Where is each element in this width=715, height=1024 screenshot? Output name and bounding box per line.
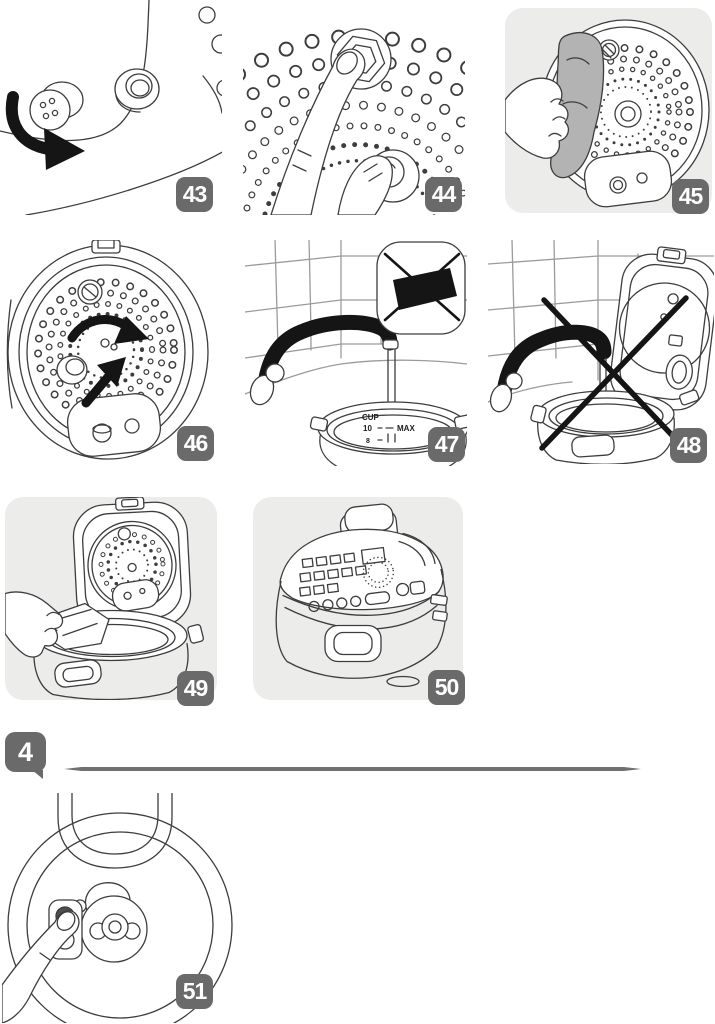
step-number: 43: [182, 181, 208, 207]
valve-cap: [29, 81, 84, 131]
step-48-panel: [488, 240, 714, 464]
step-50-illustration: [275, 503, 448, 688]
step-43-illustration: [0, 0, 222, 215]
no-scouring-pad-icon: [376, 241, 466, 335]
step-49-illustration: [5, 497, 204, 700]
pot-marking-10: 10: [363, 424, 372, 433]
step-number: 46: [183, 430, 209, 456]
step-number: 47: [434, 431, 460, 457]
step-47-panel: CUP 10 MAX 8: [245, 240, 467, 466]
step-51-panel: [2, 793, 237, 1023]
step-number-badge: 48: [670, 428, 707, 463]
press-finger: [2, 910, 80, 1023]
step-48-illustration: [488, 240, 714, 464]
step-45-illustration: [505, 19, 710, 208]
pot-marking-max: MAX: [397, 424, 415, 433]
step-number-badge: 43: [176, 177, 213, 212]
control-panel: [298, 546, 426, 613]
step-43-panel: [0, 0, 222, 215]
step-49-panel: [5, 497, 217, 700]
step-number-badge: 45: [672, 179, 709, 214]
lid-handle: [57, 793, 173, 869]
valve-seat: [114, 68, 160, 113]
open-lid: [72, 497, 192, 630]
cleaning-cloth-icon: [550, 32, 605, 179]
step-number: 45: [678, 183, 704, 209]
step-44-panel: [243, 2, 465, 215]
step-number-badge: 49: [177, 671, 214, 706]
insert-arrow-icon: [81, 357, 126, 408]
hand: [5, 591, 64, 658]
pot-marking-8: 8: [366, 438, 370, 445]
step-number-badge: 46: [177, 426, 214, 461]
thumb: [337, 155, 393, 215]
section-number: 4: [17, 736, 34, 767]
step-number: 49: [183, 675, 209, 701]
faucet: [249, 314, 399, 406]
step-number: 51: [182, 978, 208, 1004]
step-50-panel: [253, 497, 463, 700]
step-number-badge: 50: [428, 670, 465, 705]
step-number: 50: [434, 674, 460, 700]
step-51-illustration: [2, 793, 233, 1023]
closed-cooker: [275, 528, 448, 688]
step-47-illustration: CUP 10 MAX 8: [245, 240, 467, 466]
step-46-panel: [2, 240, 218, 466]
step-46-illustration: [6, 240, 209, 460]
press-finger: [270, 48, 366, 215]
perforated-lid-holes: [243, 28, 465, 215]
step-44-illustration: [243, 28, 465, 215]
pot-marking-cup: CUP: [362, 413, 380, 422]
rotate-arrow-icon: [67, 315, 149, 344]
step-number-badge: 51: [176, 974, 213, 1009]
section-number-badge: 4: [5, 732, 46, 779]
valve-cap: [56, 355, 88, 385]
step-number: 48: [676, 432, 702, 458]
prohibition-x-icon: [539, 295, 689, 453]
valve-assembly: [73, 882, 148, 963]
hand: [505, 77, 570, 159]
step-45-panel: [505, 8, 712, 213]
rotate-arrow-icon: [5, 91, 85, 170]
step-number: 44: [431, 181, 457, 207]
section-divider-line: [64, 767, 641, 771]
step-number-badge: 44: [425, 177, 462, 212]
step-number-badge: 47: [428, 427, 465, 462]
open-lid: [609, 246, 714, 411]
